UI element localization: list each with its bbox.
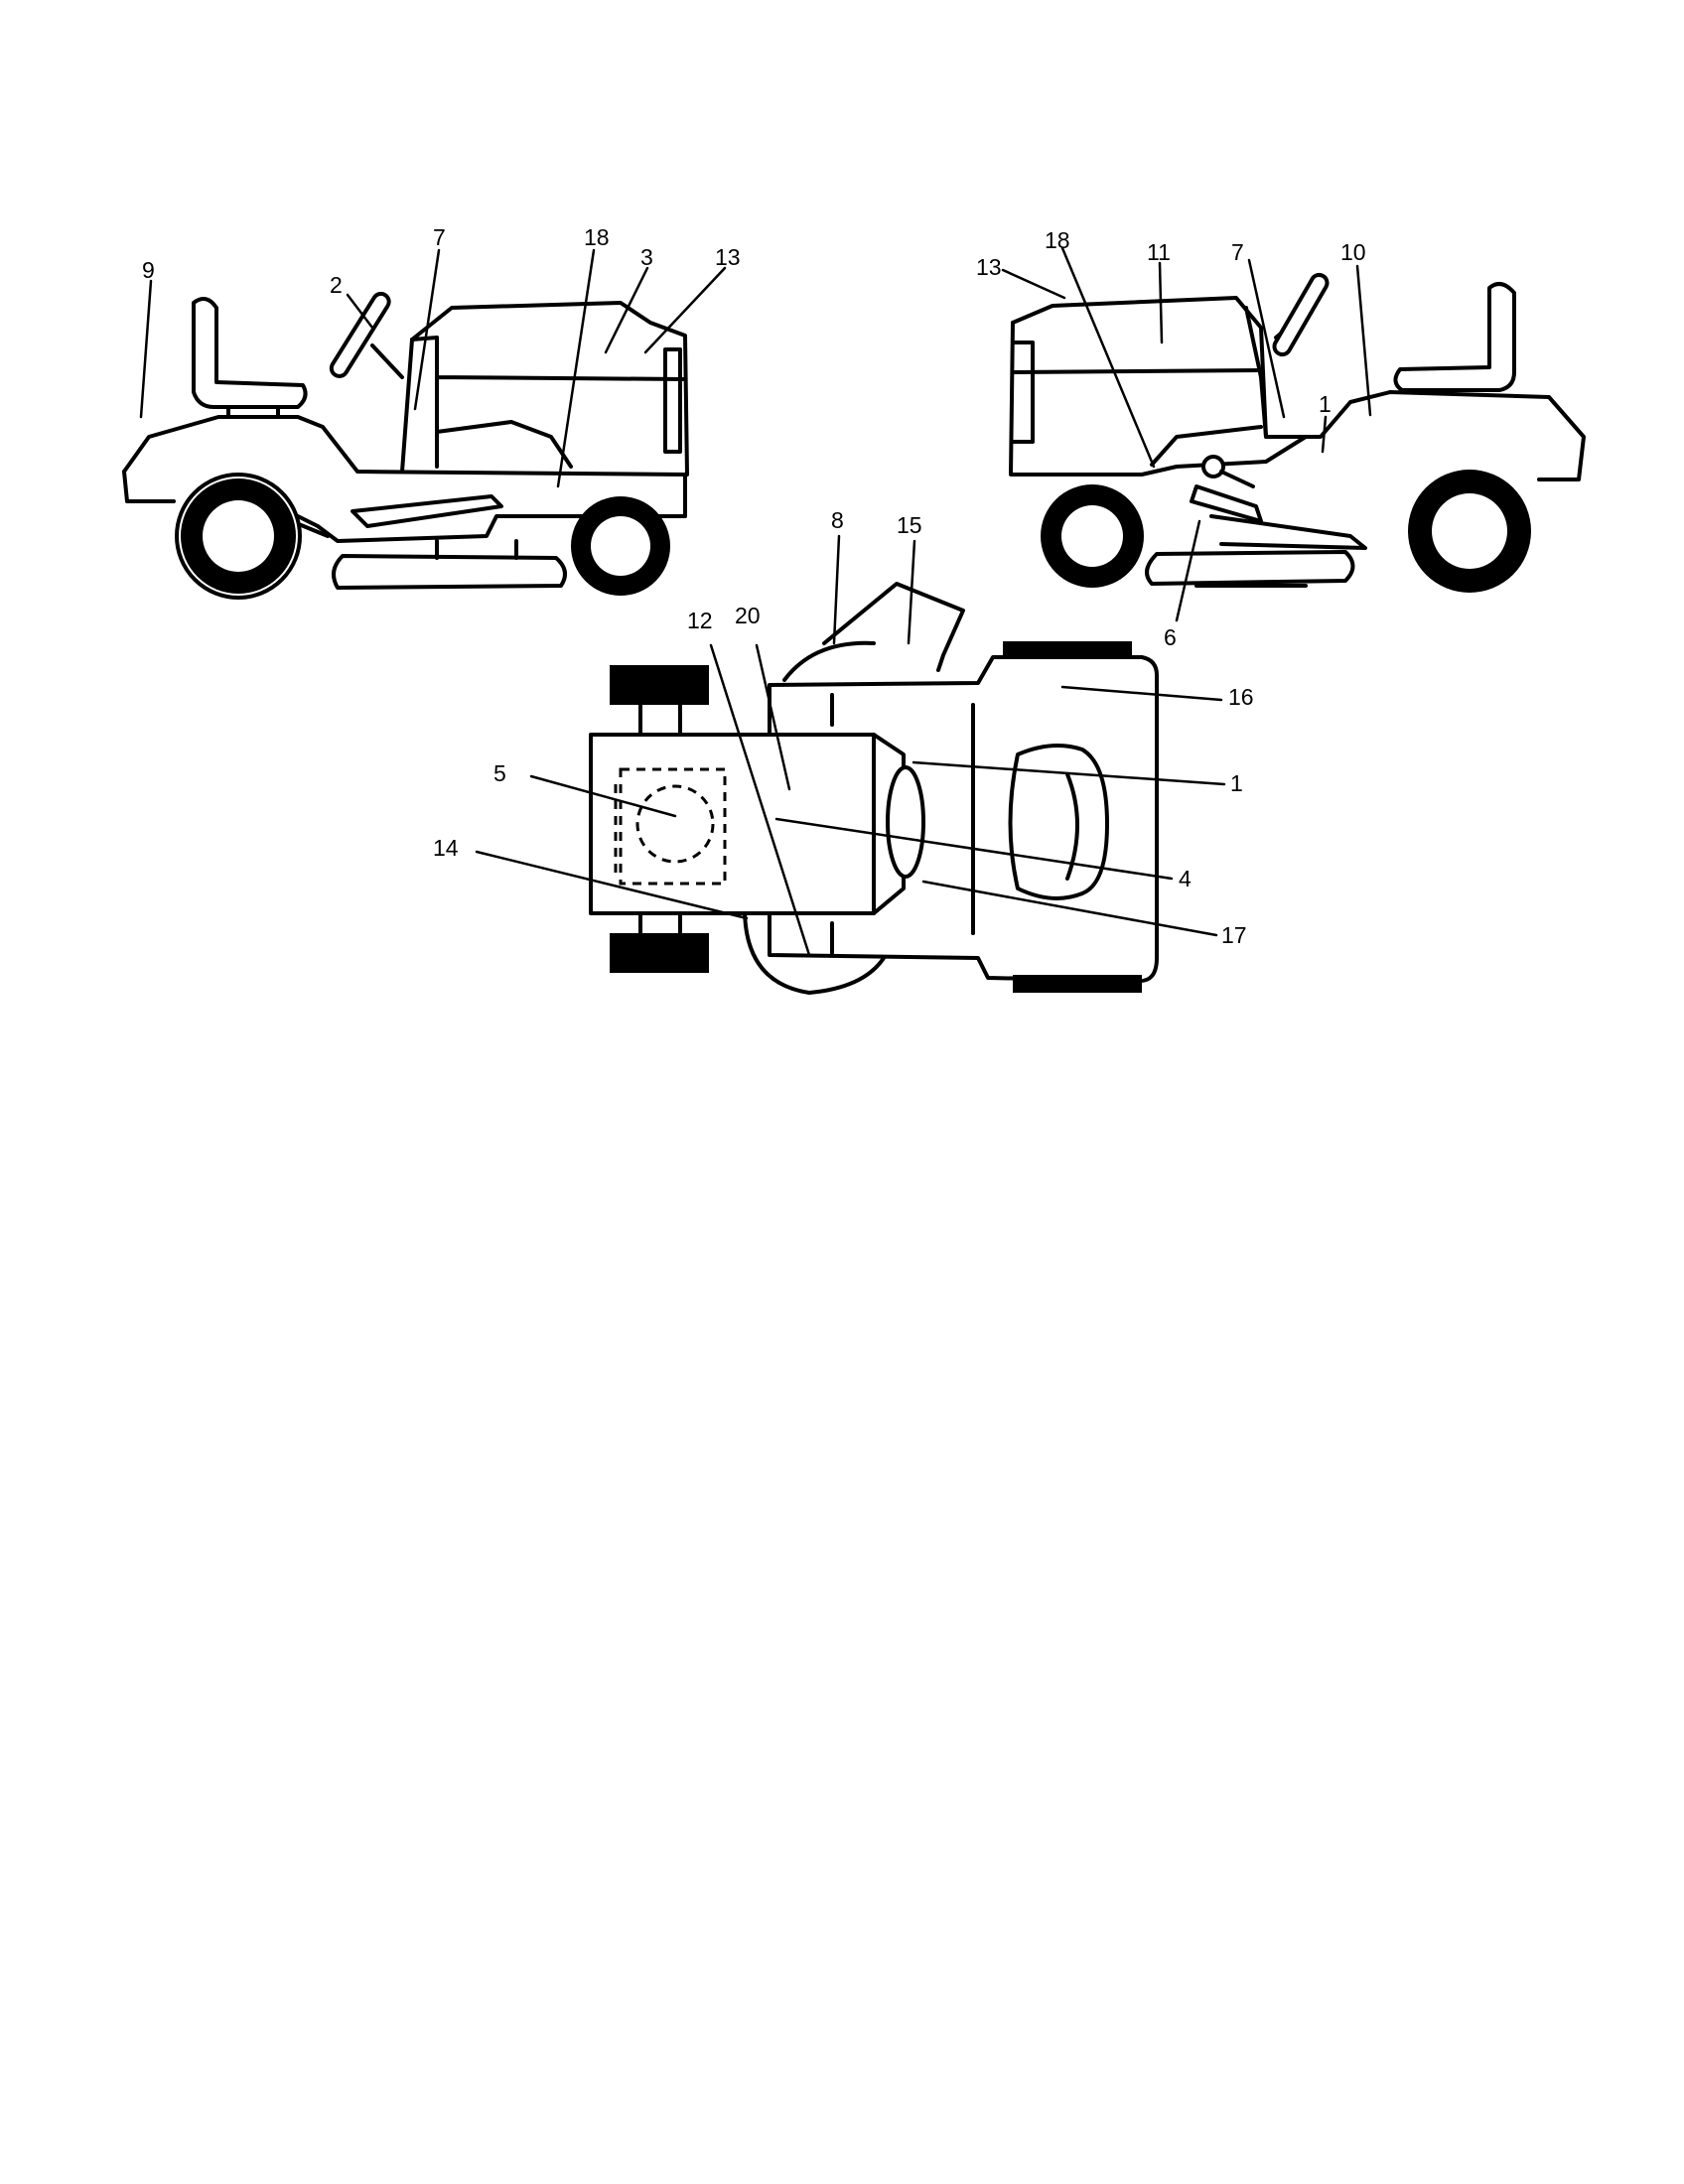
callout-right-10: 10 [1340,239,1366,265]
callout-right-1: 1 [1319,391,1332,417]
tractor-left-side-view [122,291,689,600]
callout-left-3: 3 [640,244,653,270]
callout-top-17: 17 [1221,922,1247,948]
callout-right-7: 7 [1231,239,1244,265]
callout-left-2: 2 [330,272,343,298]
callout-top-5: 5 [493,760,506,786]
callout-top-14: 14 [433,835,459,861]
callout-top-15: 15 [897,512,922,538]
callout-labels: 9 2 7 18 3 13 13 18 11 7 10 1 6 8 15 12 … [142,224,1366,948]
callout-right-11: 11 [1147,239,1171,265]
callout-top-16: 16 [1228,684,1254,710]
leader-lines [139,246,1372,957]
callout-left-7: 7 [433,224,446,250]
tractor-top-view [589,582,1159,995]
callout-right-6: 6 [1164,624,1177,650]
tractor-right-side-view [1009,272,1586,593]
callout-left-9: 9 [142,257,155,283]
callout-left-13: 13 [715,244,741,270]
callout-top-12: 12 [687,608,713,633]
callout-top-1: 1 [1230,770,1243,796]
callout-top-20: 20 [735,603,761,628]
callout-left-18: 18 [584,224,610,250]
callout-right-18: 18 [1045,227,1070,253]
callout-right-13: 13 [976,254,1002,280]
callout-top-8: 8 [831,507,844,533]
callout-top-4: 4 [1179,866,1192,891]
